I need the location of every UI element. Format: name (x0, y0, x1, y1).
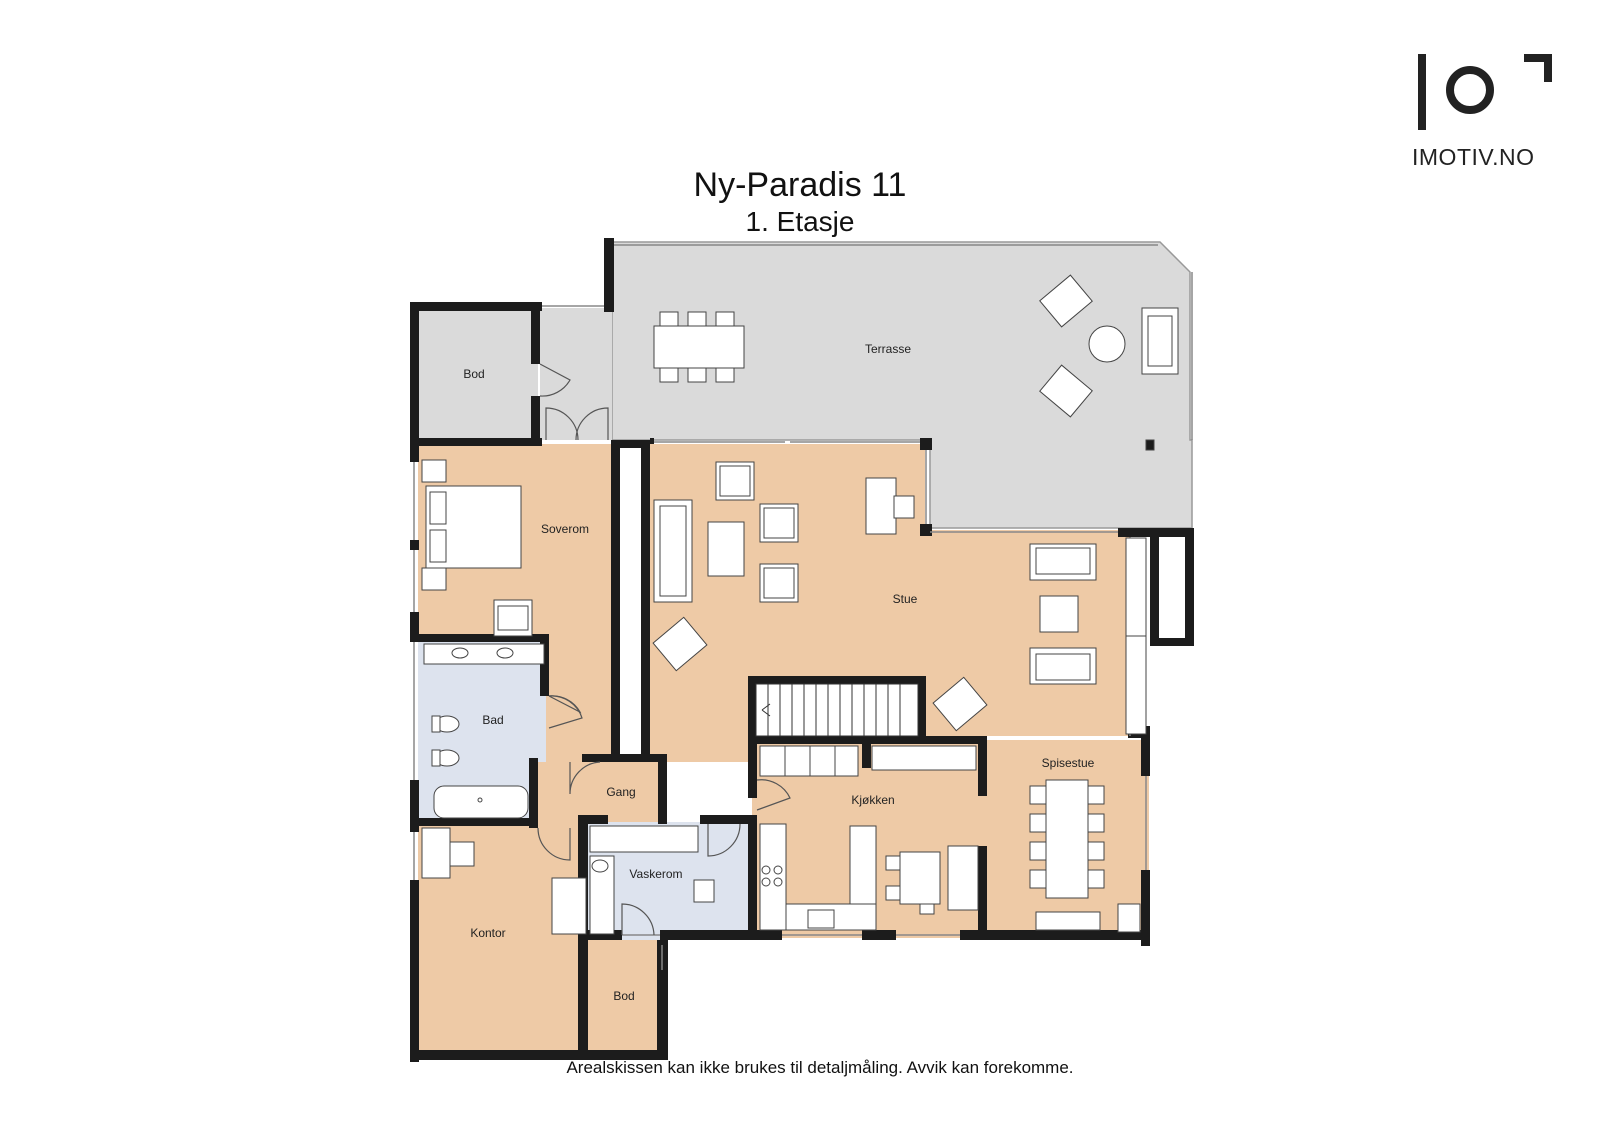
label-vaskerom: Vaskerom (629, 867, 682, 881)
plan-title: Ny-Paradis 11 (693, 166, 907, 204)
walls (410, 238, 1194, 1062)
label-bod-bottom: Bod (613, 989, 634, 1003)
bod-top-room (418, 310, 538, 442)
disclaimer-text: Arealskissen kan ikke brukes til detaljm… (566, 1058, 1074, 1077)
logo-text: IMOTIV.NO (1412, 144, 1535, 170)
gang-room (535, 762, 665, 822)
terrace-area (540, 241, 1193, 529)
staircase (755, 683, 919, 737)
label-stue: Stue (893, 592, 918, 606)
label-bad: Bad (482, 713, 503, 727)
label-kjokken: Kjøkken (851, 793, 894, 807)
doors (537, 363, 791, 936)
label-terrasse: Terrasse (865, 342, 911, 356)
label-gang: Gang (606, 785, 635, 799)
furniture (421, 274, 1179, 935)
floor-subtitle: 1. Etasje (745, 206, 855, 237)
label-kontor: Kontor (470, 926, 505, 940)
label-bod-top: Bod (463, 367, 484, 381)
label-spisestue: Spisestue (1042, 756, 1095, 770)
imotiv-logo-icon (1418, 54, 1552, 130)
bod-bottom-room (586, 940, 664, 1052)
label-soverom: Soverom (541, 522, 589, 536)
